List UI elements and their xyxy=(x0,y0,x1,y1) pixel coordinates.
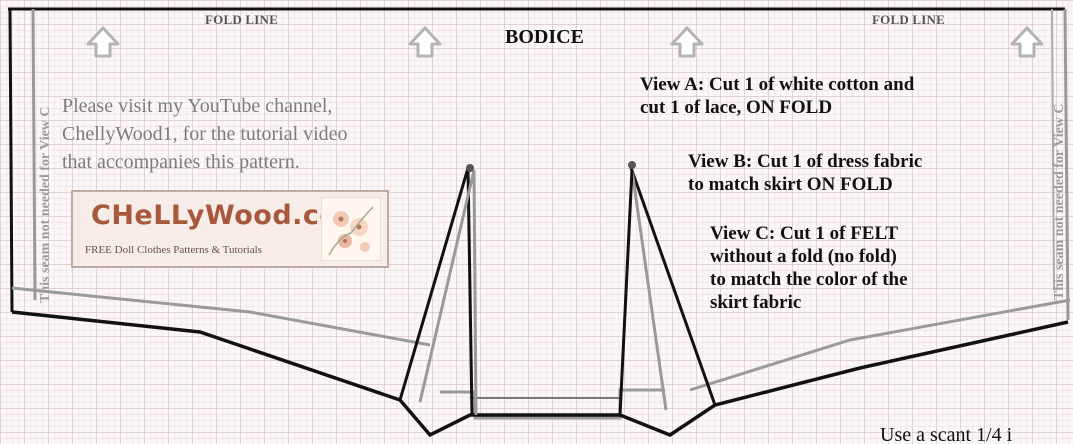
left-edge xyxy=(8,8,14,313)
seam-allowance-note: Use a scant 1/4 i xyxy=(880,424,1013,444)
bodice-outline xyxy=(11,310,1069,438)
logo-flowers-icon xyxy=(321,197,381,261)
view-a-line: View A: Cut 1 of white cotton and xyxy=(640,74,915,95)
youtube-notice-line: Please visit my YouTube channel, xyxy=(62,95,333,117)
view-c-line: View C: Cut 1 of FELT xyxy=(710,223,899,244)
logo-tagline: FREE Doll Clothes Patterns & Tutorials xyxy=(85,244,262,256)
fold-line-label-right: FOLD LINE xyxy=(872,12,945,27)
chellywood-logo: CHeLLyWood.coM FREE Doll Clothes Pattern… xyxy=(71,190,389,268)
youtube-notice-line: ChellyWood1, for the tutorial video xyxy=(62,123,348,145)
right-edge xyxy=(1063,8,1070,321)
right-dart-black xyxy=(628,164,717,406)
view-c-line: skirt fabric xyxy=(710,292,802,313)
view-c-outline-right xyxy=(689,298,1071,392)
right-seam-line xyxy=(1051,8,1055,291)
view-c-outline-center xyxy=(440,388,665,420)
view-b-instructions: View B: Cut 1 of dress fabric to match s… xyxy=(688,150,922,196)
seam-note-right: This seam not needed for View C xyxy=(1052,103,1067,300)
view-a-line: cut 1 of lace, ON FOLD xyxy=(640,97,833,118)
fold-line-label-left: FOLD LINE xyxy=(205,12,278,27)
fold-arrow-icon xyxy=(1010,26,1044,58)
seam-note-left: This seam not needed for View C xyxy=(38,106,53,303)
youtube-notice: Please visit my YouTube channel, ChellyW… xyxy=(62,92,348,176)
view-c-instructions: View C: Cut 1 of FELT without a fold (no… xyxy=(710,222,908,314)
view-b-line: to match skirt ON FOLD xyxy=(688,174,893,195)
view-c-line: to match the color of the xyxy=(710,269,908,290)
view-c-outline-left xyxy=(11,286,431,347)
fold-arrow-icon xyxy=(408,26,442,58)
view-c-line: without a fold (no fold) xyxy=(710,246,897,267)
right-dart-inner xyxy=(618,169,634,416)
left-seam-line xyxy=(31,8,37,301)
left-dart-point xyxy=(466,164,474,172)
view-a-instructions: View A: Cut 1 of white cotton and cut 1 … xyxy=(640,73,914,119)
right-dart-point xyxy=(628,161,636,169)
fold-arrow-icon xyxy=(86,26,120,58)
left-dart-black xyxy=(398,167,474,416)
fold-arrow-icon xyxy=(670,26,704,58)
left-dart-grey xyxy=(418,169,478,416)
youtube-notice-line: that accompanies this pattern. xyxy=(62,151,300,173)
view-b-line: View B: Cut 1 of dress fabric xyxy=(688,151,923,172)
right-dart-grey xyxy=(630,169,668,411)
logo-name: CHeLLyWood.coM xyxy=(91,200,366,231)
pattern-title: BODICE xyxy=(505,26,584,48)
